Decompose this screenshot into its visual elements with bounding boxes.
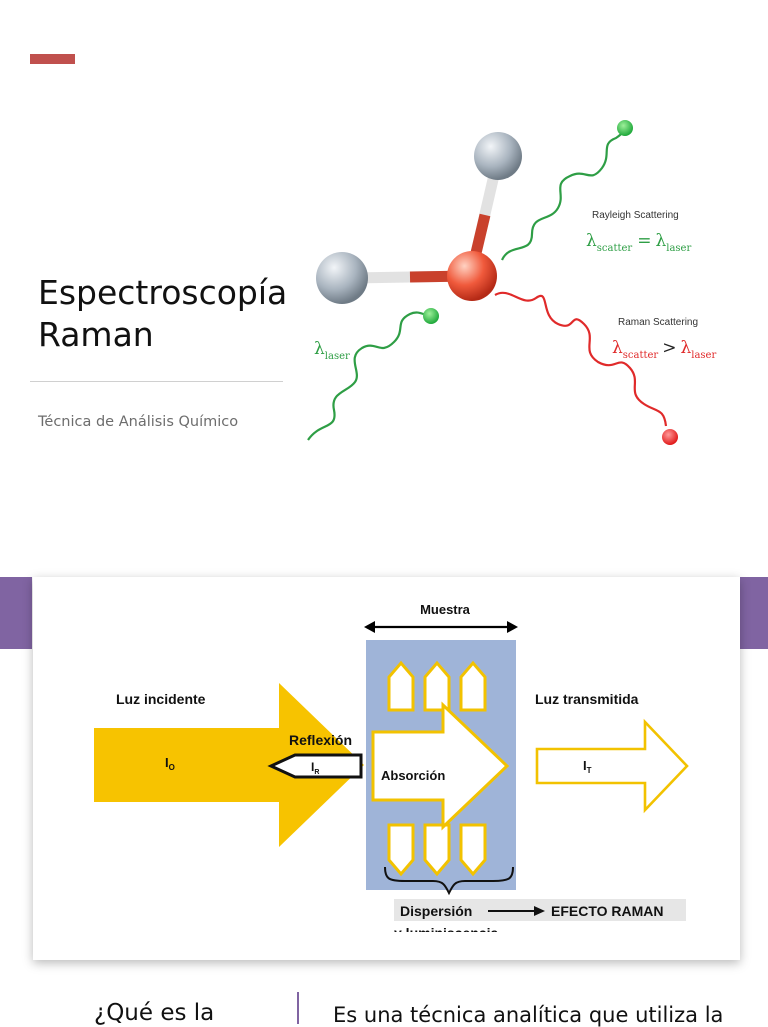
equals-operator: = <box>637 231 651 251</box>
i0-sub: O <box>169 763 175 772</box>
luz-incidente-label: Luz incidente <box>116 691 206 707</box>
incident-laser-label: λlaser <box>314 339 350 362</box>
efecto-raman-label: EFECTO RAMAN <box>551 903 664 919</box>
light-interaction-diagram-card: Muestra Luz incidente IO Reflexión IR <box>33 577 740 960</box>
incident-laser-wave <box>307 311 431 441</box>
upward-scatter-arrows <box>387 660 487 712</box>
dispersion-label: Dispersión <box>400 903 472 919</box>
lambda-symbol: λ <box>680 338 691 358</box>
answer-text: Es una técnica analítica que utiliza la <box>333 1003 724 1027</box>
it-main: I <box>583 758 587 773</box>
section-divider <box>297 992 299 1024</box>
luz-transmitida-label: Luz transmitida <box>535 691 639 707</box>
i0-label: IO <box>165 755 175 772</box>
slide-accent-left <box>0 577 32 649</box>
it-label: IT <box>583 758 592 775</box>
slide-title: Espectroscopía Raman <box>38 272 287 356</box>
laser-subscript: laser <box>666 243 691 254</box>
downward-scatter-arrows <box>387 823 487 877</box>
scatter-subscript: scatter <box>597 243 633 254</box>
raman-scattered-wave <box>494 291 668 427</box>
cut-off-text-clip: y luminiscencia <box>394 925 498 941</box>
title-slide: Espectroscopía Raman Técnica de Análisis… <box>30 54 717 445</box>
raman-scattering-figure: Rayleigh Scattering λscatter=λlaser Rama… <box>307 120 716 445</box>
rayleigh-label: Rayleigh Scattering <box>592 210 679 221</box>
transmitted-light-arrow <box>535 718 689 814</box>
reflexion-label: Reflexión <box>289 732 352 748</box>
cut-off-text: y luminiscencia <box>394 925 498 941</box>
accent-bar <box>30 54 75 64</box>
lambda-symbol: λ <box>612 338 623 358</box>
raman-equation: λscatter>λlaser <box>612 338 716 361</box>
title-line-1: Espectroscopía <box>38 273 288 312</box>
slide-accent-right <box>740 577 768 649</box>
dispersion-brace <box>384 866 514 896</box>
light-interaction-diagram: Muestra Luz incidente IO Reflexión IR <box>94 602 689 941</box>
oxygen-atom <box>447 251 497 301</box>
laser-subscript: laser <box>325 351 350 362</box>
muestra-width-arrow <box>364 621 518 633</box>
scatter-subscript: scatter <box>623 350 659 361</box>
dispersion-to-raman-arrow <box>488 906 545 916</box>
question-heading: ¿Qué es la <box>94 1000 215 1026</box>
raman-photon-dot <box>662 429 678 445</box>
title-divider <box>30 381 283 382</box>
lambda-symbol: λ <box>586 231 597 251</box>
hydrogen-atom-top <box>474 132 522 180</box>
hydrogen-atom-left <box>316 252 368 304</box>
slide-subtitle: Técnica de Análisis Químico <box>38 414 239 430</box>
greater-than-operator: > <box>662 338 676 358</box>
rayleigh-photon-dot <box>617 120 633 136</box>
title-line-2: Raman <box>38 315 154 354</box>
muestra-label: Muestra <box>420 602 471 617</box>
ir-sub: R <box>314 769 319 776</box>
laser-photon-dot <box>423 308 439 324</box>
laser-subscript: laser <box>691 350 716 361</box>
i0-main: I <box>165 755 169 770</box>
rayleigh-scattered-wave <box>500 125 625 261</box>
lambda-symbol: λ <box>314 339 325 359</box>
incident-light-arrow <box>94 683 364 847</box>
absorption-arrow <box>371 701 510 831</box>
absorcion-label: Absorción <box>381 768 445 783</box>
reflection-arrow <box>267 753 363 779</box>
raman-label: Raman Scattering <box>618 317 698 328</box>
it-sub: T <box>587 766 592 775</box>
rayleigh-equation: λscatter=λlaser <box>586 231 691 254</box>
lambda-symbol: λ <box>655 231 666 251</box>
ir-main: I <box>311 760 314 774</box>
ir-label: IR <box>311 760 319 776</box>
